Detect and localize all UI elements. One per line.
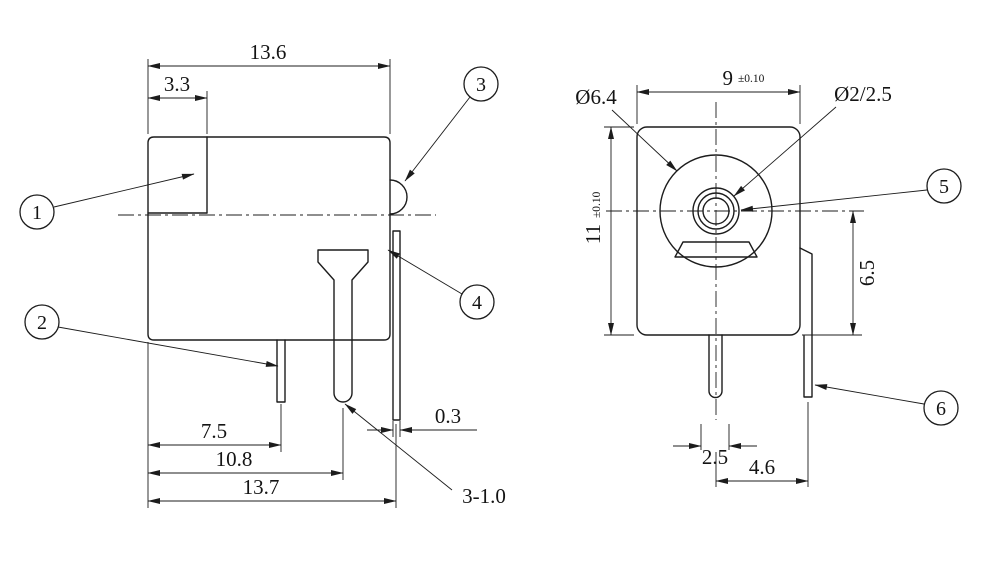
balloon-5-number: 5	[939, 176, 949, 198]
front-side-pin	[799, 247, 813, 398]
dim-body-length-label: 13.6	[250, 40, 287, 64]
mount-pin-left	[276, 339, 286, 403]
balloon-5: 5	[740, 168, 962, 212]
dim-height-tolerance: ±0.10	[591, 191, 603, 218]
dim-pin-width: 2.5	[673, 424, 757, 469]
dim-center-to-base: 6.5	[802, 210, 879, 336]
dim-height-label: 11	[581, 224, 605, 244]
dim-width-tolerance: ±0.10	[738, 73, 765, 85]
dim-pin1-offset-label: 7.5	[201, 419, 227, 443]
side-contact-bump	[389, 179, 408, 215]
dim-width: 9 ±0.10	[636, 66, 801, 124]
balloon-4-number: 4	[472, 292, 482, 314]
side-view: 13.6 3.3 7.5 10.8 13.7	[19, 40, 506, 508]
pin-ring-mid	[697, 192, 735, 230]
balloon-6: 6	[814, 384, 959, 426]
dim-body-length: 13.6	[147, 40, 391, 134]
balloon-1-circle	[19, 194, 55, 230]
dim-height: 11 ±0.10	[581, 126, 634, 336]
dim-pin2-offset: 10.8	[147, 408, 344, 480]
dim-pin2-offset-label: 10.8	[216, 447, 253, 471]
balloon-1-number: 1	[32, 202, 42, 224]
dim-pin-dia-label: Ø2/2.5	[834, 82, 892, 106]
dim-pin-width-label: 2.5	[702, 445, 728, 469]
dim-overall-length: 13.7	[147, 424, 397, 508]
front-body-outline	[636, 126, 801, 336]
pin-ring-outer	[692, 187, 740, 235]
dim-barrel-dia: Ø6.4	[575, 85, 678, 172]
dim-pin-spacing: 4.6	[715, 402, 809, 487]
balloon-6-number: 6	[936, 398, 946, 420]
balloon-4-circle	[459, 284, 495, 320]
dim-front-step: 3.3	[147, 72, 208, 134]
jack-body-outline	[147, 136, 391, 341]
balloon-3: 3	[404, 66, 499, 182]
center-pin	[317, 249, 369, 403]
barrel-opening	[659, 154, 773, 268]
pin-ring-inner	[702, 197, 730, 225]
balloon-3-circle	[463, 66, 499, 102]
front-view: 9 ±0.10 Ø6.4 Ø2/2.5 11 ±0.10	[575, 66, 962, 487]
dim-front-step-label: 3.3	[164, 72, 190, 96]
balloon-2: 2	[24, 304, 279, 367]
balloon-2-circle	[24, 304, 60, 340]
balloon-5-circle	[926, 168, 962, 204]
dim-pin-spacing-label: 4.6	[749, 455, 775, 479]
dim-pin-dia: Ø2/2.5	[733, 82, 892, 197]
dim-center-pin-callout-label: 3-1.0	[462, 484, 506, 508]
dim-barrel-dia-label: Ø6.4	[575, 85, 617, 109]
dim-lug-thickness: 0.3	[367, 404, 477, 437]
balloon-1: 1	[19, 173, 195, 230]
balloon-2-number: 2	[37, 312, 47, 334]
dim-lug-thickness-label: 0.3	[435, 404, 461, 428]
side-terminal	[392, 230, 401, 421]
pin-pedestal	[674, 241, 758, 258]
balloon-6-circle	[923, 390, 959, 426]
front-center-pin	[708, 334, 723, 399]
balloon-4: 4	[387, 249, 495, 320]
dim-width-label: 9	[723, 66, 734, 90]
dim-center-pin-callout: 3-1.0	[344, 403, 506, 508]
dim-overall-length-label: 13.7	[243, 475, 280, 499]
dim-center-to-base-label: 6.5	[855, 260, 879, 286]
balloon-3-number: 3	[476, 74, 486, 96]
dim-pin1-offset: 7.5	[147, 342, 282, 508]
